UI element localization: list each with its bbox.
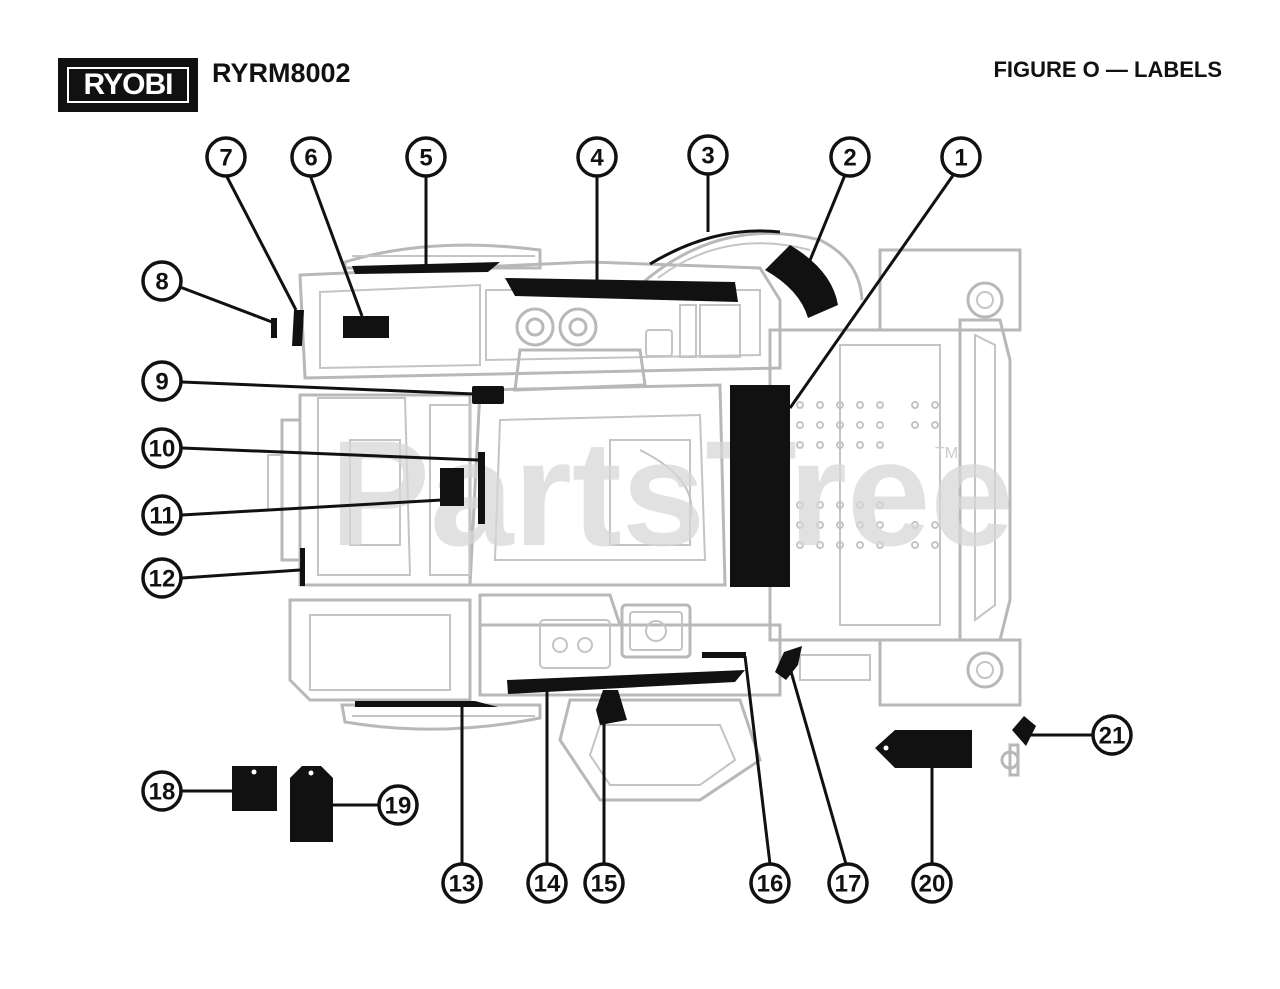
callout-4: 4 xyxy=(576,136,618,178)
callout-17: 17 xyxy=(827,862,869,904)
tag-holes xyxy=(251,745,889,776)
label-14 xyxy=(507,670,745,694)
svg-text:17: 17 xyxy=(835,871,862,898)
svg-text:11: 11 xyxy=(149,503,174,530)
label-13 xyxy=(355,701,498,707)
callout-2: 2 xyxy=(829,136,871,178)
ryobi-logo: RYOBI xyxy=(58,58,198,112)
callout-21: 21 xyxy=(1091,714,1133,756)
page-header: RYOBI RYRM8002 FIGURE O — LABELS xyxy=(0,0,1280,120)
label-5 xyxy=(352,262,500,274)
svg-text:7: 7 xyxy=(219,145,232,172)
svg-text:5: 5 xyxy=(419,145,432,172)
svg-text:9: 9 xyxy=(155,369,168,396)
callout-11: 11 xyxy=(141,494,183,536)
svg-text:18: 18 xyxy=(149,779,176,806)
label-11 xyxy=(440,468,464,506)
svg-text:10: 10 xyxy=(149,436,176,463)
svg-text:6: 6 xyxy=(304,145,317,172)
svg-text:14: 14 xyxy=(534,871,561,898)
brand-name: RYOBI xyxy=(83,68,174,101)
svg-text:20: 20 xyxy=(919,871,946,898)
callout-19: 19 xyxy=(377,784,419,826)
callout-18: 18 xyxy=(141,770,183,812)
callout-5: 5 xyxy=(405,136,447,178)
callout-3: 3 xyxy=(687,134,729,176)
callout-6: 6 xyxy=(290,136,332,178)
svg-text:19: 19 xyxy=(385,793,412,820)
label-7 xyxy=(292,310,304,346)
svg-text:1: 1 xyxy=(954,145,967,172)
callout-20: 20 xyxy=(911,862,953,904)
callout-15: 15 xyxy=(583,862,625,904)
label-1 xyxy=(730,385,790,587)
label-9 xyxy=(472,386,504,404)
callout-10: 10 xyxy=(141,427,183,469)
svg-text:12: 12 xyxy=(149,566,176,593)
deck-hole-grid xyxy=(796,401,939,549)
svg-text:16: 16 xyxy=(757,871,784,898)
callout-13: 13 xyxy=(441,862,483,904)
trademark-mark: TM xyxy=(935,445,958,462)
label-19 xyxy=(290,766,333,842)
label-20 xyxy=(875,730,972,768)
label-16 xyxy=(702,652,746,658)
label-10 xyxy=(478,452,485,524)
figure-title: FIGURE O — LABELS xyxy=(993,57,1222,82)
svg-text:15: 15 xyxy=(591,871,618,898)
svg-text:13: 13 xyxy=(449,871,476,898)
callout-16: 16 xyxy=(749,862,791,904)
label-18 xyxy=(232,766,277,811)
label-6 xyxy=(343,316,389,338)
label-17 xyxy=(775,646,802,680)
label-2 xyxy=(765,245,838,318)
label-4 xyxy=(505,278,738,302)
watermark: PartsTree xyxy=(330,409,1014,577)
callout-8: 8 xyxy=(141,260,183,302)
svg-text:2: 2 xyxy=(843,145,856,172)
svg-text:21: 21 xyxy=(1099,723,1126,750)
label-21 xyxy=(1012,716,1036,746)
callout-12: 12 xyxy=(141,557,183,599)
label-8 xyxy=(271,318,277,338)
callout-7: 7 xyxy=(205,136,247,178)
label-12 xyxy=(300,548,305,586)
callouts: 1 2 3 4 5 6 7 8 9 10 11 12 13 14 15 16 1… xyxy=(141,134,1133,904)
svg-text:3: 3 xyxy=(701,143,714,170)
svg-text:4: 4 xyxy=(590,145,604,172)
callout-9: 9 xyxy=(141,360,183,402)
callout-1: 1 xyxy=(940,136,982,178)
model-number: RYRM8002 xyxy=(212,58,351,88)
svg-text:8: 8 xyxy=(155,269,168,296)
callout-14: 14 xyxy=(526,862,568,904)
leader-lines xyxy=(179,172,1092,865)
